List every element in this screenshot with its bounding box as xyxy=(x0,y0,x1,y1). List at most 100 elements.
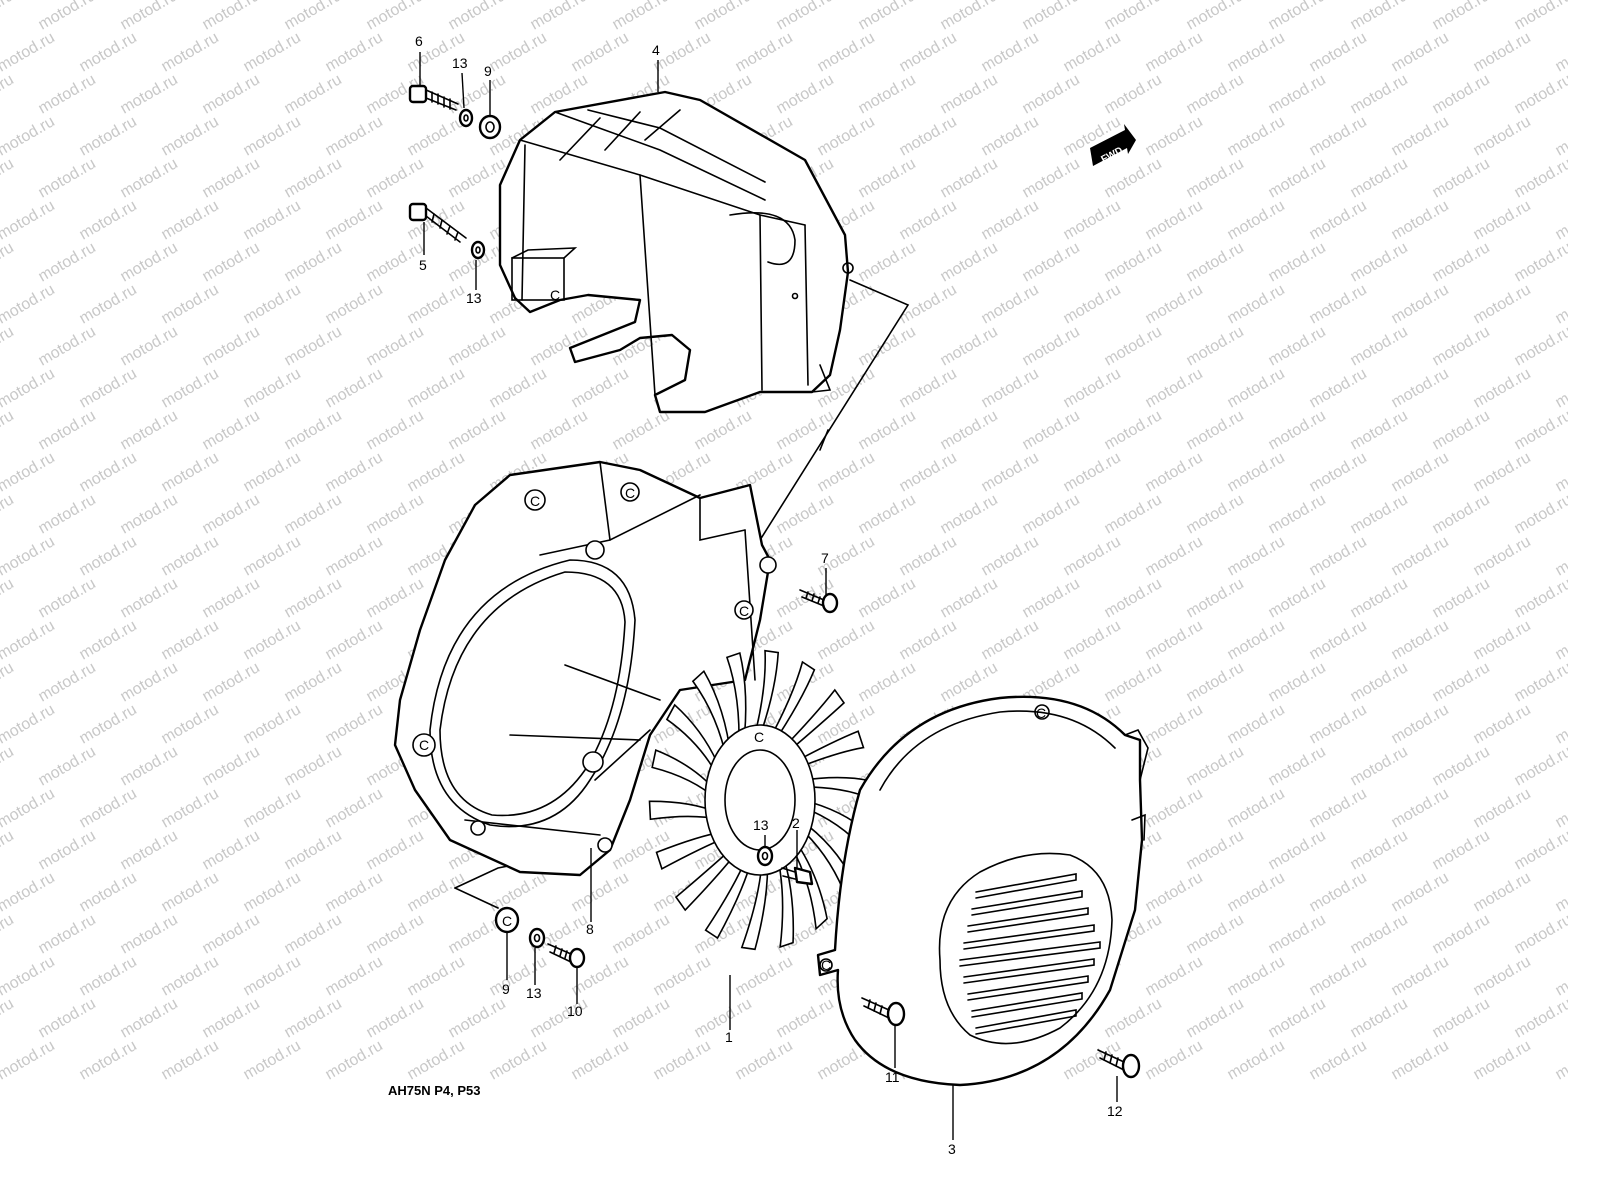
watermark-text: motod.ru xyxy=(897,449,960,495)
washer-13-second xyxy=(470,240,486,260)
watermark-text: motod.ru xyxy=(36,827,99,873)
watermark-text: motod.ru xyxy=(282,407,345,453)
watermark-text: motod.ru xyxy=(241,533,304,579)
watermark-text: motod.ru xyxy=(0,659,17,705)
watermark-text: motod.ru xyxy=(1348,491,1411,537)
watermark-text: motod.ru xyxy=(241,281,304,327)
watermark-text: motod.ru xyxy=(1430,575,1493,621)
watermark-text: motod.ru xyxy=(1184,0,1247,33)
watermark-text: motod.ru xyxy=(364,323,427,369)
watermark-text: motod.ru xyxy=(241,365,304,411)
watermark-text: motod.ru xyxy=(0,407,17,453)
watermark-text: motod.ru xyxy=(1061,1037,1124,1083)
watermark-text: motod.ru xyxy=(1512,743,1569,789)
watermark-text: motod.ru xyxy=(364,155,427,201)
grill-slat xyxy=(959,941,1101,967)
watermark-text: motod.ru xyxy=(118,239,181,285)
watermark-text: motod.ru xyxy=(1225,1037,1288,1083)
watermark-text: motod.ru xyxy=(118,995,181,1041)
svg-text:C: C xyxy=(821,957,831,973)
watermark-text: motod.ru xyxy=(159,869,222,915)
watermark-text: motod.ru xyxy=(1389,113,1452,159)
watermark-text: motod.ru xyxy=(1143,29,1206,75)
watermark-text: motod.ru xyxy=(1430,0,1493,33)
fan-blade xyxy=(740,855,769,951)
watermark-text: motod.ru xyxy=(651,29,714,75)
watermark-text: motod.ru xyxy=(856,239,919,285)
watermark-text: motod.ru xyxy=(1266,659,1329,705)
watermark-text: motod.ru xyxy=(1225,785,1288,831)
watermark-text: motod.ru xyxy=(0,0,17,33)
svg-text:C: C xyxy=(419,737,429,753)
watermark-text: motod.ru xyxy=(692,407,755,453)
watermark-text: motod.ru xyxy=(405,365,468,411)
watermark-text: motod.ru xyxy=(200,239,263,285)
watermark-text: motod.ru xyxy=(1553,197,1569,243)
watermark-text: motod.ru xyxy=(487,29,550,75)
watermark-text: motod.ru xyxy=(200,995,263,1041)
watermark-text: motod.ru xyxy=(36,911,99,957)
watermark-text: motod.ru xyxy=(159,533,222,579)
grill-slat xyxy=(967,975,1089,1001)
watermark-text: motod.ru xyxy=(364,239,427,285)
watermark-text: motod.ru xyxy=(241,1037,304,1083)
watermark-text: motod.ru xyxy=(200,827,263,873)
watermark-text: motod.ru xyxy=(1102,491,1165,537)
watermark-text: motod.ru xyxy=(0,449,58,495)
watermark-text: motod.ru xyxy=(897,533,960,579)
callout-9-bottom: 9 xyxy=(502,981,510,997)
watermark-text: motod.ru xyxy=(446,995,509,1041)
callout-3: 3 xyxy=(948,1141,956,1157)
watermark-text: motod.ru xyxy=(1471,29,1534,75)
watermark-text: motod.ru xyxy=(1061,449,1124,495)
fan-blade xyxy=(665,703,723,783)
watermark-text: motod.ru xyxy=(118,575,181,621)
callout-13-bottom: 13 xyxy=(526,985,542,1001)
watermark-text: motod.ru xyxy=(1389,869,1452,915)
watermark-text: motod.ru xyxy=(1143,785,1206,831)
watermark-text: motod.ru xyxy=(200,659,263,705)
watermark-text: motod.ru xyxy=(0,155,17,201)
watermark-text: motod.ru xyxy=(159,701,222,747)
watermark-text: motod.ru xyxy=(36,71,99,117)
watermark-text: motod.ru xyxy=(1143,953,1206,999)
watermark-text: motod.ru xyxy=(1512,827,1569,873)
watermark-text: motod.ru xyxy=(364,827,427,873)
watermark-text: motod.ru xyxy=(1184,743,1247,789)
watermark-text: motod.ru xyxy=(979,29,1042,75)
watermark-text: motod.ru xyxy=(1471,113,1534,159)
watermark-text: motod.ru xyxy=(1184,911,1247,957)
watermark-text: motod.ru xyxy=(0,827,17,873)
callout-4: 4 xyxy=(652,42,660,58)
watermark-text: motod.ru xyxy=(200,323,263,369)
watermark-text: motod.ru xyxy=(1225,197,1288,243)
watermark-text: motod.ru xyxy=(1184,71,1247,117)
grill-slat xyxy=(967,907,1089,933)
svg-text:C: C xyxy=(1036,705,1046,721)
watermark-text: motod.ru xyxy=(118,71,181,117)
watermark-text: motod.ru xyxy=(897,113,960,159)
watermark-text: motod.ru xyxy=(159,365,222,411)
fan-blade xyxy=(691,669,732,766)
watermark-text: motod.ru xyxy=(1553,281,1569,327)
watermark-text: motod.ru xyxy=(200,407,263,453)
watermark-text: motod.ru xyxy=(1102,71,1165,117)
callout-13-fan: 13 xyxy=(753,817,769,833)
watermark-text: motod.ru xyxy=(938,491,1001,537)
watermark-text: motod.ru xyxy=(1143,197,1206,243)
bolt-5 xyxy=(408,202,467,243)
callout-13-second: 13 xyxy=(466,290,482,306)
watermark-text: motod.ru xyxy=(200,0,263,33)
watermark-text: motod.ru xyxy=(36,995,99,1041)
watermark-text: motod.ru xyxy=(610,911,673,957)
screw-7 xyxy=(799,589,839,614)
watermark-text: motod.ru xyxy=(979,365,1042,411)
watermark-text: motod.ru xyxy=(1020,155,1083,201)
watermark-text: motod.ru xyxy=(323,869,386,915)
watermark-text: motod.ru xyxy=(1430,827,1493,873)
watermark-text: motod.ru xyxy=(77,113,140,159)
watermark-text: motod.ru xyxy=(36,575,99,621)
watermark-text: motod.ru xyxy=(282,323,345,369)
watermark-text: motod.ru xyxy=(77,365,140,411)
watermark-text: motod.ru xyxy=(1553,701,1569,747)
